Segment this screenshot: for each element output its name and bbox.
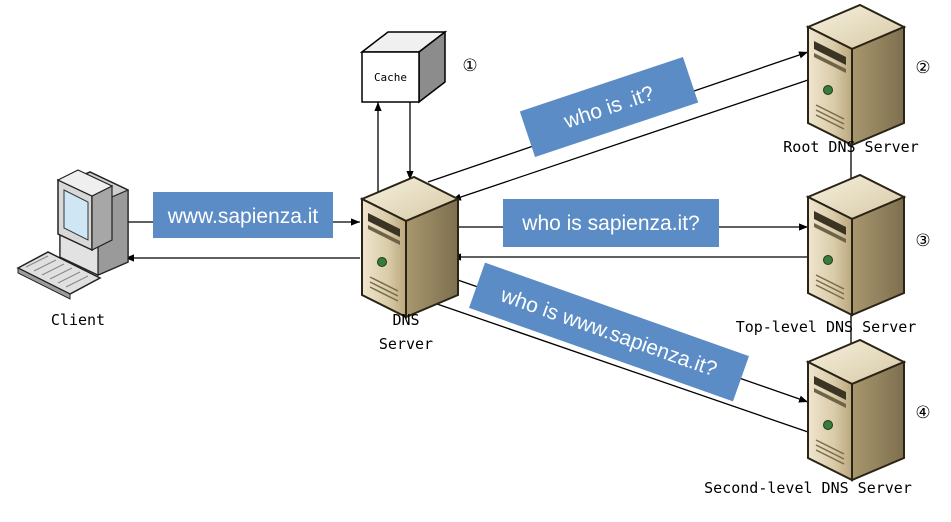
local-dns-server-icon (361, 176, 459, 318)
step-2-marker: ② (915, 58, 930, 78)
step-4-marker: ④ (915, 403, 930, 423)
svg-text:www.sapienza.it: www.sapienza.it (167, 205, 319, 228)
step-1-marker: ① (462, 56, 477, 76)
second-level-dns-label: Second-level DNS Server (704, 479, 912, 497)
cache-label: Cache (374, 71, 407, 84)
client-label: Client (51, 311, 105, 329)
second-level-dns-server-icon (807, 339, 905, 481)
dns-server-label-line2: Server (379, 335, 433, 353)
top-level-dns-server-icon (807, 174, 905, 316)
arrow-root-to-dns (451, 79, 809, 201)
root-dns-server-icon (807, 4, 905, 146)
step-3-marker: ③ (915, 231, 930, 251)
root-dns-label: Root DNS Server (783, 138, 918, 156)
arrow-sld-to-dns (407, 293, 809, 433)
tld-query-label: who is sapienza.it? (503, 199, 719, 247)
connector-lines (125, 51, 852, 470)
dns-server-label-line1: DNS (392, 311, 419, 329)
client-query-label: www.sapienza.it (153, 192, 333, 238)
top-level-dns-label: Top-level DNS Server (736, 318, 917, 336)
root-query-label: who is .it? (519, 56, 699, 158)
sld-query-label: who is www.sapienza.it? (469, 262, 749, 402)
svg-text:who is www.sapienza.it?: who is www.sapienza.it? (497, 283, 720, 381)
cache-box: Cache (359, 30, 448, 104)
svg-text:who is sapienza.it?: who is sapienza.it? (521, 212, 699, 235)
client-computer-icon (16, 169, 129, 300)
